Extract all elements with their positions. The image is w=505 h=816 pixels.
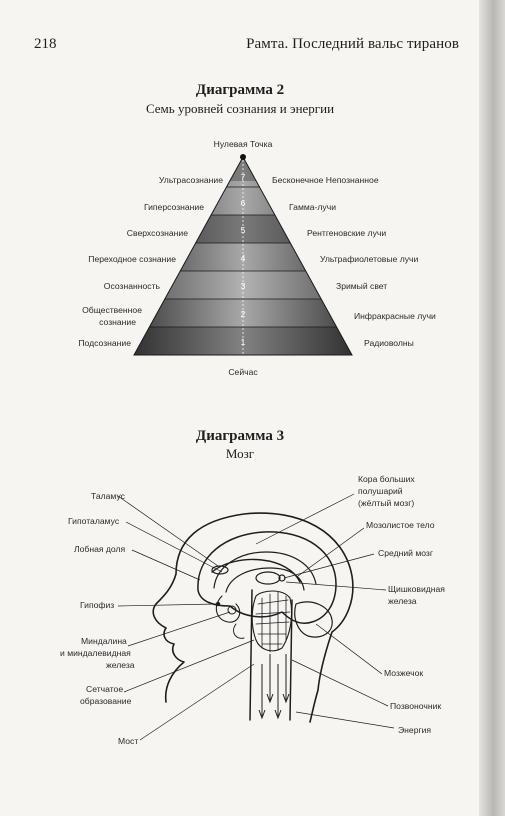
label-amygdala: Миндалина [81,636,127,646]
label-thalamus: Таламус [91,491,126,501]
level-number: 5 [241,225,246,235]
label-cortex: полушарий [358,486,403,496]
midbrain-shape [255,571,281,585]
label-amygdala: и миндалевидная [60,648,131,658]
level-right-label: Зримый свет [336,281,387,291]
label-cortex: Кора больших [358,474,415,484]
diagram2-title: Диаграмма 2 [195,82,285,98]
zero-point-dot [240,154,246,160]
label-cerebellum: Мозжечок [384,668,423,678]
level-number: 7 [241,172,246,182]
head-outline [152,512,354,723]
leader-lines [117,493,395,741]
level-right-label: Инфракрасные лучи [354,311,436,321]
head-illustration [152,512,354,723]
figure-canvas: Нулевая Точка Сейчас 7 6 5 4 3 2 1 Ультр… [60,139,445,746]
label-spine: Позвоночник [390,701,441,711]
level-right-label: Бесконечное Непознанное [272,175,379,185]
pyramid-apex-label: Нулевая Точка [214,139,273,149]
page-gutter-shadow [479,0,505,816]
level-left-label: Гиперсознание [144,202,204,212]
label-energy: Энергия [398,725,431,735]
level-left-label: Общественное [82,305,142,315]
page-number: 218 [34,36,57,52]
diagram3-title: Диаграмма 3 [195,428,285,444]
book-page [0,0,480,816]
label-thyroid: железа [388,596,417,606]
energy-arrows [258,654,290,720]
label-thyroid: Щишковидная [388,584,445,594]
level-left-label: Подсознание [78,338,131,348]
level-left-label: Переходное сознание [88,254,176,264]
level-left-label: Осознанность [104,281,161,291]
level-right-label: Радиоволны [364,338,414,348]
label-pons: Мост [118,736,138,746]
label-frontal-lobe: Лобная доля [74,544,126,554]
thalamus-shape [211,565,229,575]
level-right-label: Рентгеновские лучи [307,228,386,238]
pyramid-outline [133,155,353,356]
pyramid-base-label: Сейчас [228,367,258,377]
level-right-label: Ультрафиолетовые лучи [320,254,418,264]
corpus-callosum [211,558,301,583]
level-number: 3 [241,281,246,291]
label-cortex: (жёлтый мозг) [358,498,414,508]
label-hypothalamus: Гипоталамус [68,516,120,526]
level-number: 4 [241,253,246,263]
label-midbrain: Средний мозг [378,548,433,558]
level-number: 1 [241,337,246,347]
diagram3-subtitle: Мозг [225,446,255,461]
label-pituitary: Гипофиз [80,600,114,610]
brain-outline [197,531,337,624]
diagram2-subtitle: Семь уровней сознания и энергии [145,101,335,116]
level-left-label: Ультрасознание [159,175,223,185]
cerebellum-shape [294,601,333,638]
label-reticular: образование [80,696,132,706]
label-amygdala: железа [106,660,135,670]
label-corpus-callosum: Мозолистое тело [366,520,435,530]
level-left-label: сознание [99,317,136,327]
running-title: Рамта. Последний вальс тиранов [246,36,459,52]
level-left-label: Сверхсознание [127,228,188,238]
level-right-label: Гамма-лучи [289,202,336,212]
label-reticular: Сетчатое [86,684,123,694]
level-number: 2 [241,309,246,319]
level-number: 6 [241,198,246,208]
